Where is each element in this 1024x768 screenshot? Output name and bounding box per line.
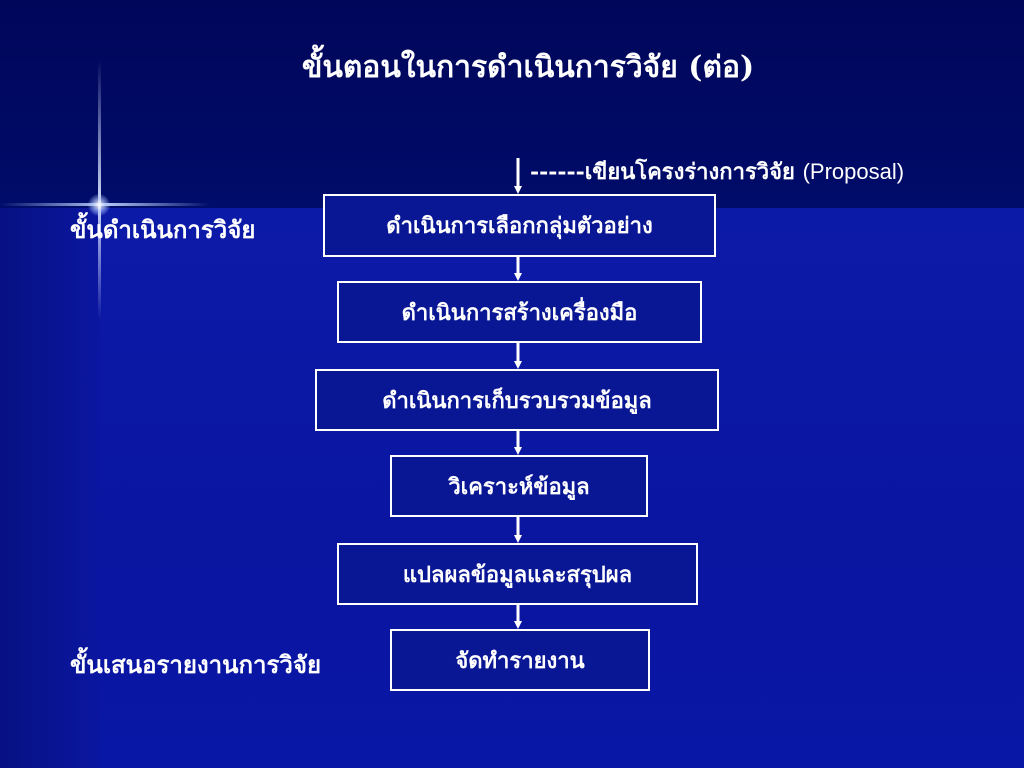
light-flare-core [88,194,110,216]
step-label: ดำเนินการเลือกกลุ่มตัวอย่าง [386,213,653,239]
proposal-note-thai: ------เขียนโครงร่างการวิจัย [530,159,803,185]
light-flare-vertical [98,60,101,320]
proposal-note-english: (Proposal) [802,159,905,184]
label-conduct-research-stage: ขั้นดำเนินการวิจัย [70,215,256,244]
step-box-select-sample: ดำเนินการเลือกกลุ่มตัวอย่าง [323,194,716,257]
background-top-band [0,0,1024,208]
step-box-build-instrument: ดำเนินการสร้างเครื่องมือ [337,281,702,343]
slide-title: ขั้นตอนในการดำเนินการวิจัย (ต่อ) [301,50,755,85]
step-box-interpret-conclude: แปลผลข้อมูลและสรุปผล [337,543,698,605]
step-label: ดำเนินการสร้างเครื่องมือ [401,299,638,326]
step-label: จัดทำรายงาน [455,647,585,674]
step-label: วิเคราะห์ข้อมูล [448,473,590,500]
label-report-stage: ขั้นเสนอรายงานการวิจัย [70,650,322,679]
proposal-note: ------เขียนโครงร่างการวิจัย (Proposal) [530,154,904,189]
background-left-band [0,208,100,768]
step-label: ดำเนินการเก็บรวบรวมข้อมูล [382,387,652,414]
step-box-collect-data: ดำเนินการเก็บรวบรวมข้อมูล [315,369,719,431]
step-box-analyze-data: วิเคราะห์ข้อมูล [390,455,648,517]
step-label: แปลผลข้อมูลและสรุปผล [402,561,633,588]
step-box-write-report: จัดทำรายงาน [390,629,650,691]
